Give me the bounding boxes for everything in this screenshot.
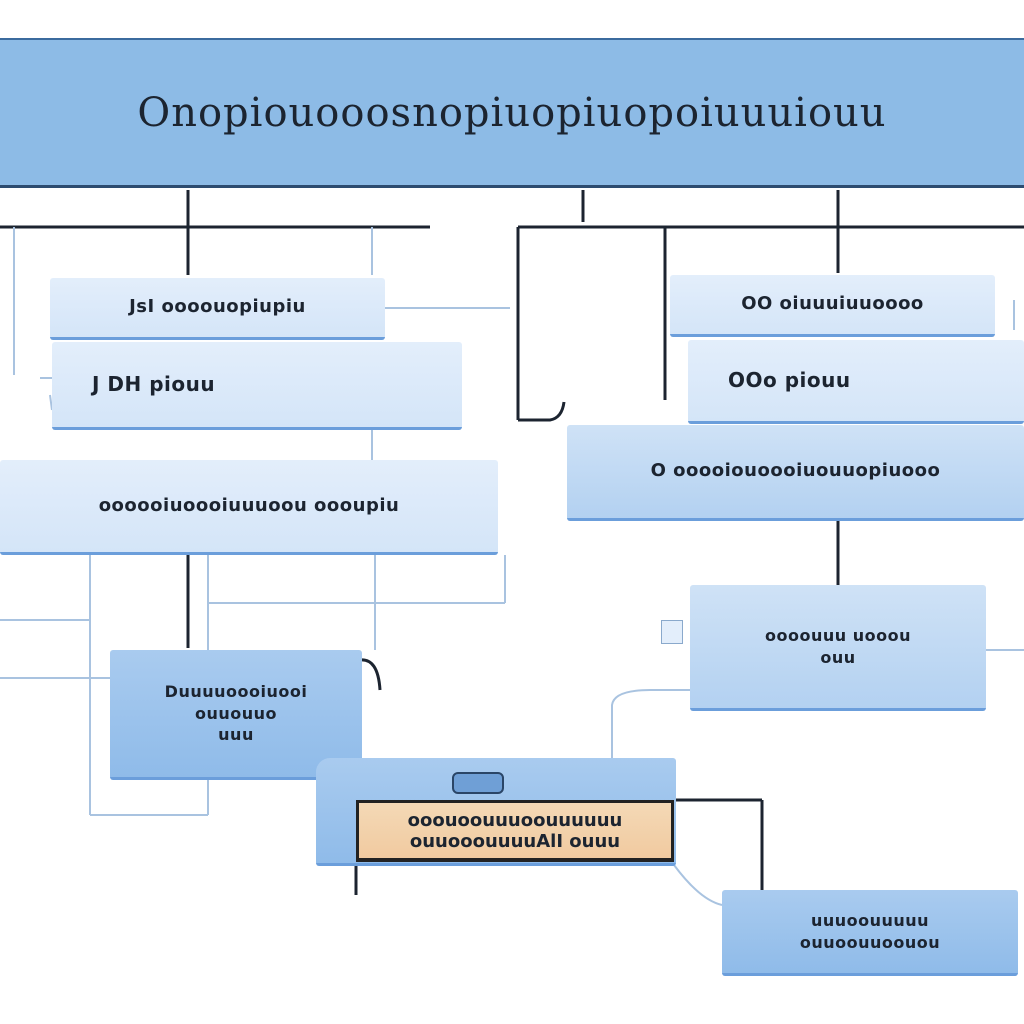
node-right-sub[interactable]: OOo piouu <box>688 340 1024 424</box>
node-left-bottom[interactable]: Duuuuoooiuooi ouuouuo uuu <box>110 650 362 780</box>
node-center-highlight-label: ooouoouuuoouuuuuu ouuooouuuuAlI ouuu <box>407 809 623 852</box>
node-right-wide-label: O ooooiouoooiuouuopiuooo <box>650 460 941 482</box>
node-center-highlight[interactable]: ooouoouuuoouuuuuu ouuooouuuuAlI ouuu <box>356 800 674 862</box>
node-bottom-right[interactable]: uuuoouuuuu ouuoouuoouou <box>722 890 1018 976</box>
node-right-wide[interactable]: O ooooiouoooiuouuopiuooo <box>567 425 1024 521</box>
node-right-mid[interactable]: oooouuu uooou ouu <box>690 585 986 711</box>
node-left-bottom-label: Duuuuoooiuooi ouuouuo uuu <box>164 682 308 745</box>
node-right-mid-tab <box>661 620 683 644</box>
node-left-top-label: JsI oooouopiupiu <box>129 296 306 318</box>
node-left-sub-label: J DH piouu <box>92 372 216 396</box>
node-right-mid-label: oooouuu uooou ouu <box>765 625 911 667</box>
diagram-title: Onopiouooosnopiuopiuopoiuuuiouu <box>137 89 887 136</box>
node-right-top-label: OO oiuuuiuuoooo <box>741 293 924 315</box>
node-right-sub-label: OOo piouu <box>728 368 851 392</box>
node-left-sub[interactable]: J DH piouu <box>52 342 462 430</box>
diagram-title-bar: Onopiouooosnopiuopiuopoiuuuiouu <box>0 38 1024 188</box>
node-center-chip <box>452 772 504 794</box>
node-left-top[interactable]: JsI oooouopiupiu <box>50 278 385 340</box>
node-right-top[interactable]: OO oiuuuiuuoooo <box>670 275 995 337</box>
node-left-wide-label: oooooiuoooiuuuoou oooupiu <box>98 494 400 516</box>
node-bottom-right-label: uuuoouuuuu ouuoouuoouou <box>799 910 941 952</box>
node-left-wide[interactable]: oooooiuoooiuuuoou oooupiu <box>0 460 498 555</box>
